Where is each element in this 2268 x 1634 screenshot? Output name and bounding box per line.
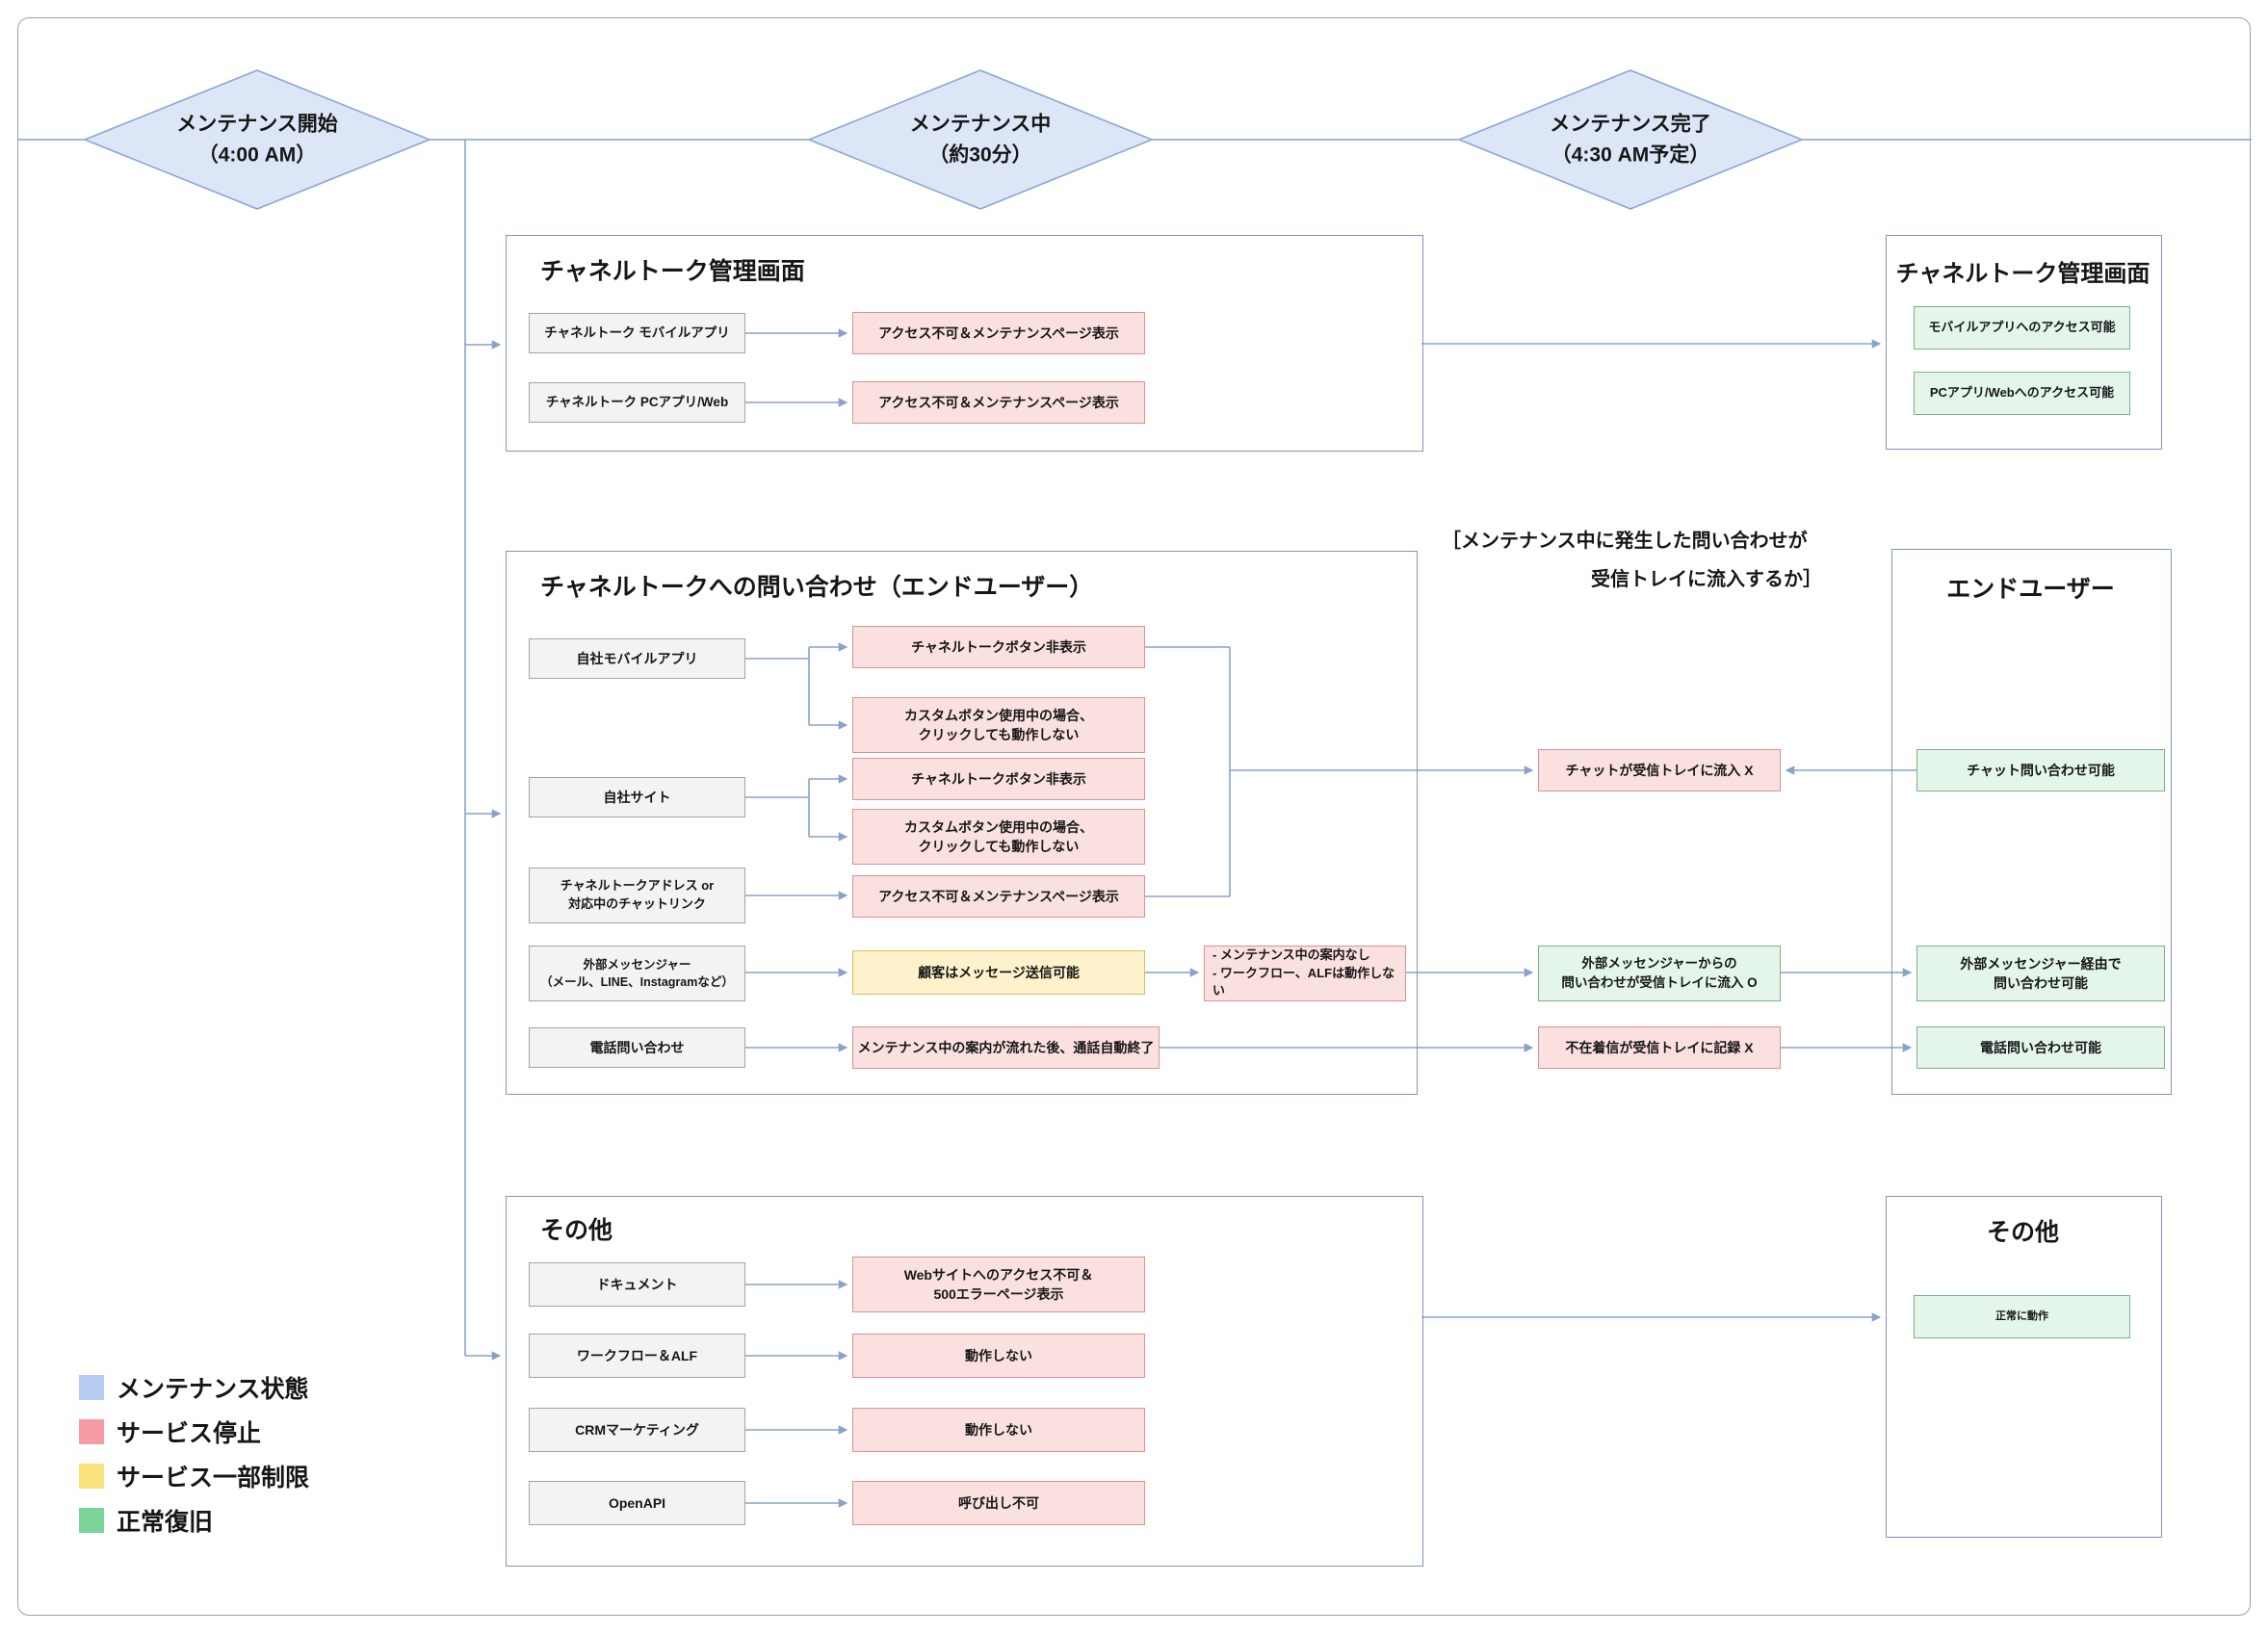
timeline-stage-complete: メンテナンス完了 （4:30 AM予定） [1550,110,1711,170]
admin-after-mobile-ok: モバイルアプリへのアクセス可能 [1914,306,2130,350]
admin-maintenance-container [506,235,1423,452]
end-user-chat-ok: チャット問い合わせ可能 [1916,749,2165,791]
others-maintenance-title: その他 [540,1217,613,1244]
diamond-maintenance-start [82,69,432,210]
inquiry-title: チャネルトークへの問い合わせ（エンドユーザー） [540,574,1094,601]
end-user-container [1891,549,2172,1095]
admin-source-pc-app: チャネルトーク PCアプリ/Web [529,382,745,423]
legend: メンテナンス状態 サービス停止 サービス一部制限 正常復旧 [79,1375,309,1552]
others-after-title: その他 [1986,1219,2059,1246]
stage-title: メンテナンス中 [909,113,1052,136]
admin-after-container [1886,235,2162,450]
end-user-phone-ok: 電話問い合わせ可能 [1916,1026,2165,1069]
others-result-crm: 動作しない [852,1408,1145,1452]
stage-subtitle: （4:00 AM） [197,143,317,166]
timeline-stage-start: メンテナンス開始 （4:00 AM） [176,110,338,170]
others-after-normal: 正常に動作 [1914,1295,2130,1338]
inquiry-result-button-hidden-a: チャネルトークボタン非表示 [852,626,1145,668]
inquiry-result-phone-ended: メンテナンス中の案内が流れた後、通話自動終了 [852,1026,1160,1069]
admin-after-pc-ok: PCアプリ/Webへのアクセス可能 [1914,372,2130,415]
admin-after-title: チャネルトーク管理画面 [1895,261,2151,287]
inquiry-source-own-mobile-app: 自社モバイルアプリ [529,638,745,679]
inquiry-result-custom-button-a: カスタムボタン使用中の場合、 クリックしても動作しない [852,697,1145,753]
admin-source-mobile-app: チャネルトーク モバイルアプリ [529,313,745,353]
inbox-question-line1: ［メンテナンス中に発生した問い合わせが [1442,531,1808,552]
inquiry-source-address: チャネルトークアドレス or 対応中のチャットリンク [529,868,745,923]
others-result-workflow: 動作しない [852,1334,1145,1378]
others-source-docs: ドキュメント [529,1262,745,1307]
timeline-stage-during: メンテナンス中 （約30分） [910,110,1052,170]
inquiry-container [506,551,1418,1095]
inquiry-messenger-note: - メンテナンス中の案内なし - ワークフロー、ALFは動作しない [1204,946,1406,1001]
inquiry-result-no-access: アクセス不可＆メンテナンスページ表示 [852,875,1145,918]
inquiry-source-own-site: 自社サイト [529,777,745,817]
admin-maintenance-title: チャネルトーク管理画面 [540,258,805,285]
legend-item-restored: 正常復旧 [79,1508,309,1536]
inquiry-source-external-messenger: 外部メッセンジャー （メール、LINE、Instagramなど） [529,946,745,1001]
end-user-external-ok: 外部メッセンジャー経由で 問い合わせ可能 [1916,946,2165,1001]
legend-item-service-limited: サービス一部制限 [79,1464,309,1491]
legend-item-service-stopped: サービス停止 [79,1419,309,1447]
others-result-openapi: 呼び出し不可 [852,1481,1145,1525]
others-source-crm-marketing: CRMマーケティング [529,1408,745,1452]
legend-swatch-green [79,1508,104,1533]
inquiry-result-messenger-ok: 顧客はメッセージ送信可能 [852,950,1145,995]
others-after-container [1886,1196,2162,1538]
others-source-workflow-alf: ワークフロー＆ALF [529,1334,745,1378]
admin-result-no-access-1: アクセス不可＆メンテナンスページ表示 [852,312,1145,354]
inbox-status-chat: チャットが受信トレイに流入 X [1538,749,1781,791]
diamond-maintenance-complete [1456,69,1805,210]
end-user-title: エンドユーザー [1946,576,2115,603]
inbox-status-external: 外部メッセンジャーからの 問い合わせが受信トレイに流入 O [1538,946,1781,1001]
stage-subtitle: （約30分） [928,143,1032,166]
stage-title: メンテナンス完了 [1550,113,1711,136]
diamond-maintenance-during [806,69,1155,210]
inquiry-result-custom-button-b: カスタムボタン使用中の場合、 クリックしても動作しない [852,809,1145,865]
inbox-status-phone: 不在着信が受信トレイに記録 X [1538,1026,1781,1069]
legend-swatch-yellow [79,1464,104,1489]
admin-result-no-access-2: アクセス不可＆メンテナンスページ表示 [852,381,1145,424]
legend-item-maintenance-state: メンテナンス状態 [79,1375,309,1403]
inquiry-result-button-hidden-b: チャネルトークボタン非表示 [852,758,1145,800]
stage-title: メンテナンス開始 [176,113,338,136]
legend-swatch-blue [79,1375,104,1400]
stage-subtitle: （4:30 AM予定） [1551,143,1710,166]
others-source-openapi: OpenAPI [529,1481,745,1525]
legend-swatch-red [79,1419,104,1444]
inquiry-source-phone: 電話問い合わせ [529,1027,745,1068]
others-maintenance-container [506,1196,1423,1567]
others-result-docs: Webサイトへのアクセス不可＆ 500エラーページ表示 [852,1257,1145,1312]
inbox-question-line2: 受信トレイに流入するか］ [1591,569,1822,590]
